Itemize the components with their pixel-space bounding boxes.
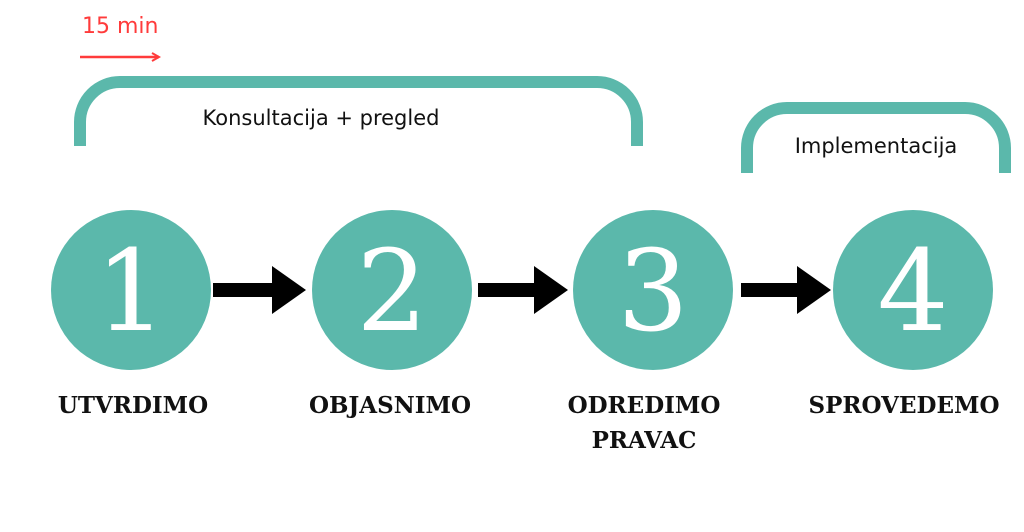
implementation-phase-label: Implementacija: [795, 134, 958, 158]
consultation-phase-label: Konsultacija + pregled: [203, 106, 440, 130]
step-circle: [51, 210, 211, 370]
arrow-right-icon: [213, 266, 306, 314]
step-circle: [312, 210, 472, 370]
step-label-line-1: ODREDIMO: [568, 392, 721, 419]
step-1: 1 UTVRDIMO: [51, 210, 211, 419]
implementation-bracket: [741, 102, 1011, 173]
step-label: OBJASNIMO: [309, 392, 471, 419]
step-circle: [573, 210, 733, 370]
step-2: 2 OBJASNIMO: [309, 210, 472, 419]
step-number: 4: [877, 227, 948, 357]
step-number: 2: [356, 227, 427, 357]
consultation-bracket: [74, 76, 643, 146]
step-label: SPROVEDEMO: [809, 392, 1000, 419]
step-label-line-2: PRAVAC: [592, 427, 697, 454]
arrow-right-icon: [741, 266, 831, 314]
step-number: 1: [95, 227, 166, 357]
step-3: 3 ODREDIMO PRAVAC: [568, 210, 733, 454]
timing-label: 15 min: [82, 14, 158, 39]
step-label: UTVRDIMO: [58, 392, 208, 419]
step-4: 4 SPROVEDEMO: [809, 210, 1000, 419]
arrow-right-icon: [478, 266, 568, 314]
step-circle: [833, 210, 993, 370]
step-number: 3: [617, 227, 688, 357]
